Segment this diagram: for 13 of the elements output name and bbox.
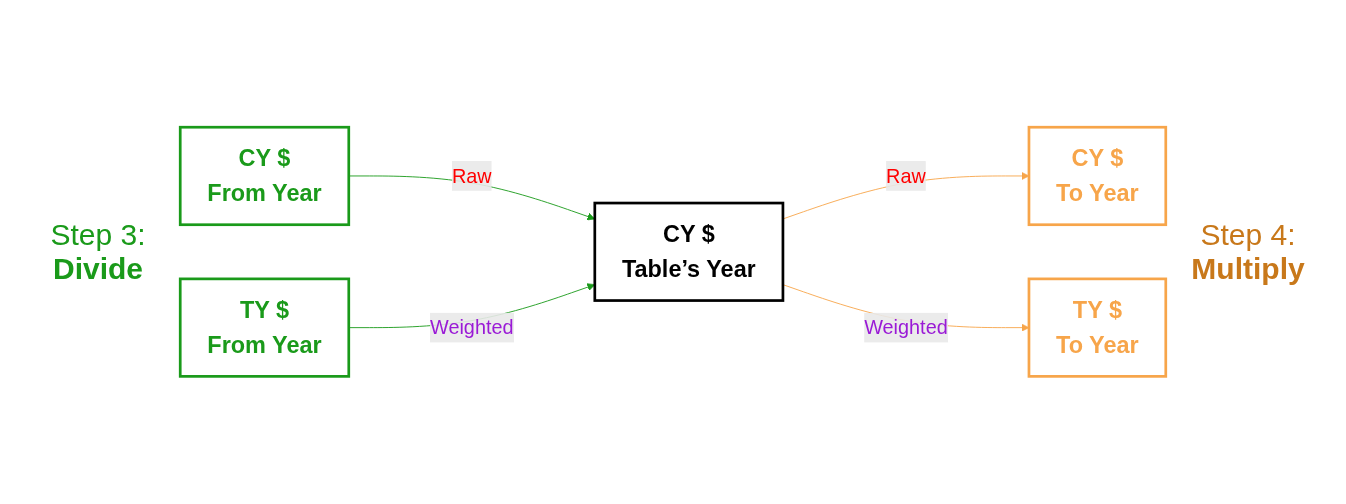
step-action-label: Multiply xyxy=(1190,252,1306,286)
step-label: Step 3: xyxy=(49,218,147,252)
step-action-label: Divide xyxy=(52,252,144,286)
edge-label: Raw xyxy=(451,164,492,188)
edge-label: Weighted xyxy=(864,316,948,340)
step-label: Step 4: xyxy=(1199,218,1297,252)
node-box: TY $ To Year xyxy=(1027,277,1168,378)
node-box: CY $ From Year xyxy=(178,126,351,227)
node-box: CY $ To Year xyxy=(1027,126,1168,227)
node-box: CY $ Table’s Year xyxy=(593,201,785,303)
node-box: TY $ From Year xyxy=(178,277,351,378)
edge-label: Raw xyxy=(886,164,926,188)
edge-label: Weighted xyxy=(430,316,514,340)
